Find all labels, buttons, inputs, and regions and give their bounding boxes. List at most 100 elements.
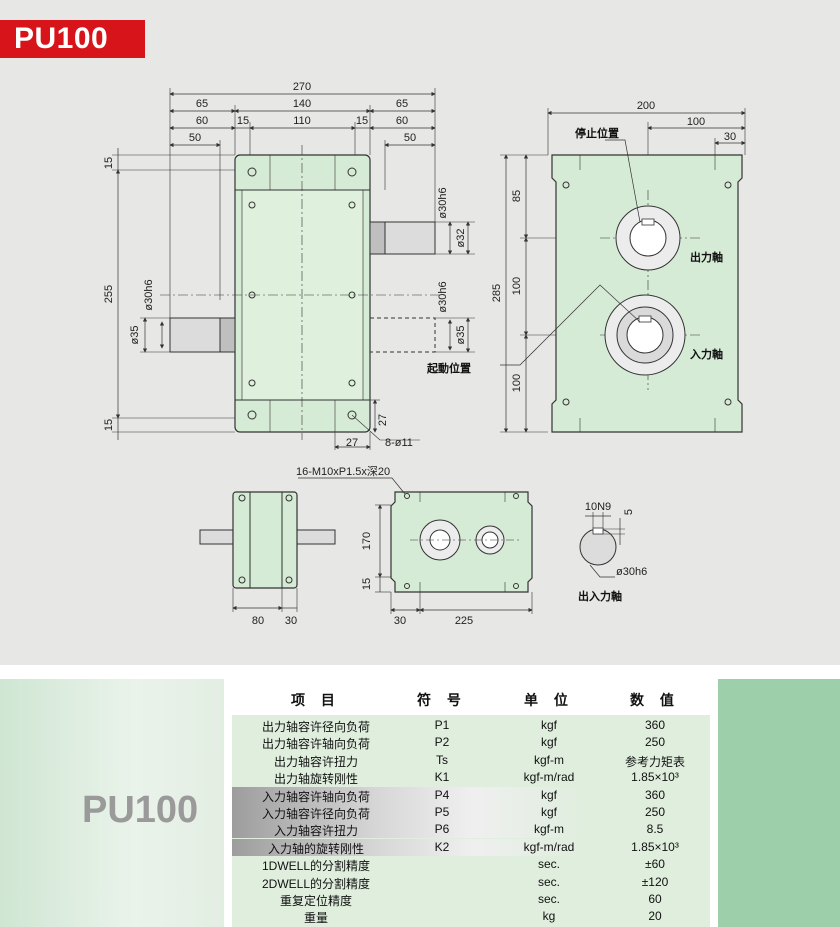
label-io-shaft: 出入力軸	[578, 589, 622, 603]
front-view-labels: 270 65 140 65 60 15 110 15 60 50 50 15 2…	[103, 81, 467, 449]
table-cell-sym: P5	[434, 805, 450, 819]
dim-right-shaft2-35: ø35	[455, 326, 467, 345]
dim-left-shaft-h6: ø30h6	[143, 279, 155, 310]
table-cell-item: 入力轴容许径向负荷	[261, 807, 370, 821]
dim-right-shaft2-h6: ø30h6	[437, 281, 449, 312]
dim-right-shaft1-h6: ø30h6	[437, 187, 449, 218]
dim-85: 85	[511, 190, 523, 202]
table-cell-item: 出力轴容许径向负荷	[261, 720, 370, 734]
table-cell-unit: sec.	[537, 874, 560, 889]
dim-hole: 8-ø11	[385, 437, 413, 449]
dim-50-right: 50	[404, 132, 416, 144]
dim-15-left: 15	[237, 115, 249, 127]
header-cell: 数 值	[630, 692, 680, 708]
dim-255: 255	[103, 285, 115, 303]
dim-15-right: 15	[356, 115, 368, 127]
dim-15-bottom: 15	[103, 419, 115, 431]
dim-100-mid: 100	[511, 277, 523, 295]
dim-thread: 16-M10xP1.5x深20	[296, 465, 390, 478]
table-cell-item: 入力轴容许扭力	[273, 824, 358, 839]
table-cell-unit: kgf	[540, 735, 557, 750]
dim-100-top: 100	[687, 116, 705, 128]
dim-65-right: 65	[396, 98, 408, 110]
table-cell-item: 出力轴容许轴向负荷	[261, 737, 370, 752]
table-cell-sym: P2	[434, 735, 450, 750]
table-cell-item: 重复定位精度	[279, 894, 352, 908]
table-header: 项 目符 号单 位数 值	[232, 681, 710, 715]
table-cell-item: 入力轴的旋转刚性	[267, 841, 364, 856]
dim-140: 140	[293, 98, 311, 110]
table-cell-item: 入力轴容许轴向负荷	[261, 789, 370, 804]
table-cell-value: 20	[648, 909, 662, 924]
table-cell-unit: kgf-m	[534, 822, 564, 837]
table-cell-item: 出力轴容许扭力	[273, 754, 358, 769]
table-cell-item: 1DWELL的分割精度	[261, 859, 371, 874]
table-cell-unit: sec.	[537, 857, 560, 872]
dim-15-top-view: 15	[361, 578, 373, 590]
table-row: 入力轴容许径向负荷 P5 kgf 250	[232, 804, 710, 821]
label-input-shaft: 入力軸	[690, 347, 723, 361]
table-cell-unit: kg	[542, 909, 556, 924]
dim-225: 225	[455, 615, 473, 627]
table-cell-item: 2DWELL的分割精度	[261, 876, 371, 891]
model-tag-label: PU100	[14, 22, 109, 55]
dim-110: 110	[293, 115, 311, 127]
table-cell-unit: kgf-m/rad	[523, 839, 575, 854]
table-cell-value: 60	[648, 892, 662, 906]
front-view	[112, 88, 475, 450]
dim-shaft-dia: ø30h6	[616, 566, 647, 578]
dim-200: 200	[637, 100, 655, 112]
label-stop-position: 停止位置	[575, 126, 619, 140]
dim-30-a: 30	[285, 615, 297, 627]
top-views-labels: 16-M10xP1.5x深20 80 30 170 15 30 225 10N9…	[252, 465, 647, 627]
table-cell-sym: P1	[434, 718, 450, 732]
dim-80: 80	[252, 615, 264, 627]
dim-270: 270	[293, 81, 311, 93]
table-cell-unit: kgf-m	[534, 752, 564, 767]
table-cell-sym: P4	[434, 787, 450, 802]
table-cell-unit: kgf-m/rad	[523, 770, 575, 785]
label-start-position: 起動位置	[426, 361, 471, 375]
table-cell-sym: K2	[434, 839, 450, 854]
dim-50-left: 50	[189, 132, 201, 144]
table-row: 2DWELL的分割精度 sec. ±120	[232, 874, 710, 891]
model-panel: PU100	[0, 679, 224, 927]
dim-15-top: 15	[103, 157, 115, 169]
table-cell-value: 360	[644, 787, 666, 802]
table-cell-value: 360	[644, 718, 666, 732]
table-cell-unit: kgf	[540, 805, 557, 819]
table-cell-value: 250	[644, 735, 666, 750]
side-view	[500, 108, 746, 433]
dim-right-shaft1-32: ø32	[455, 229, 467, 248]
table-cell-item: 出力轴旋转刚性	[273, 772, 358, 787]
table-cell-value: 1.85×10³	[631, 770, 679, 785]
header-cell: 项 目	[291, 692, 341, 708]
side-view-labels: 200 100 30 85 285 100 100 停止位置 出力軸 入力軸 起…	[426, 100, 736, 392]
dim-30-top: 30	[724, 131, 736, 143]
model-tag: PU100	[0, 20, 145, 58]
dim-key-depth: 5	[623, 509, 635, 515]
table-row: 出力轴容许轴向负荷 P2 kgf 250	[232, 734, 710, 751]
table-cell-item: 重量	[303, 911, 328, 926]
header-cell: 单 位	[524, 692, 574, 708]
dim-30-b: 30	[394, 615, 406, 627]
table-cell-unit: kgf	[540, 787, 557, 802]
dim-285: 285	[491, 284, 503, 302]
table-row: 入力轴容许轴向负荷 P4 kgf 360	[232, 786, 710, 804]
table-cell-sym: K1	[434, 770, 450, 785]
dim-65-left: 65	[196, 98, 208, 110]
top-views	[199, 477, 625, 614]
table-row: 出力轴旋转刚性 K1 kgf-m/rad 1.85×10³	[232, 769, 710, 786]
model-name: PU100	[82, 789, 199, 831]
dim-foot-27b: 27	[346, 437, 358, 449]
table-cell-value: 250	[644, 805, 666, 819]
table-row: 重量 kg 20	[232, 908, 710, 925]
table-cell-value: ±120	[641, 874, 669, 889]
dim-60-right: 60	[396, 115, 408, 127]
table-cell-sym: P6	[434, 822, 450, 837]
